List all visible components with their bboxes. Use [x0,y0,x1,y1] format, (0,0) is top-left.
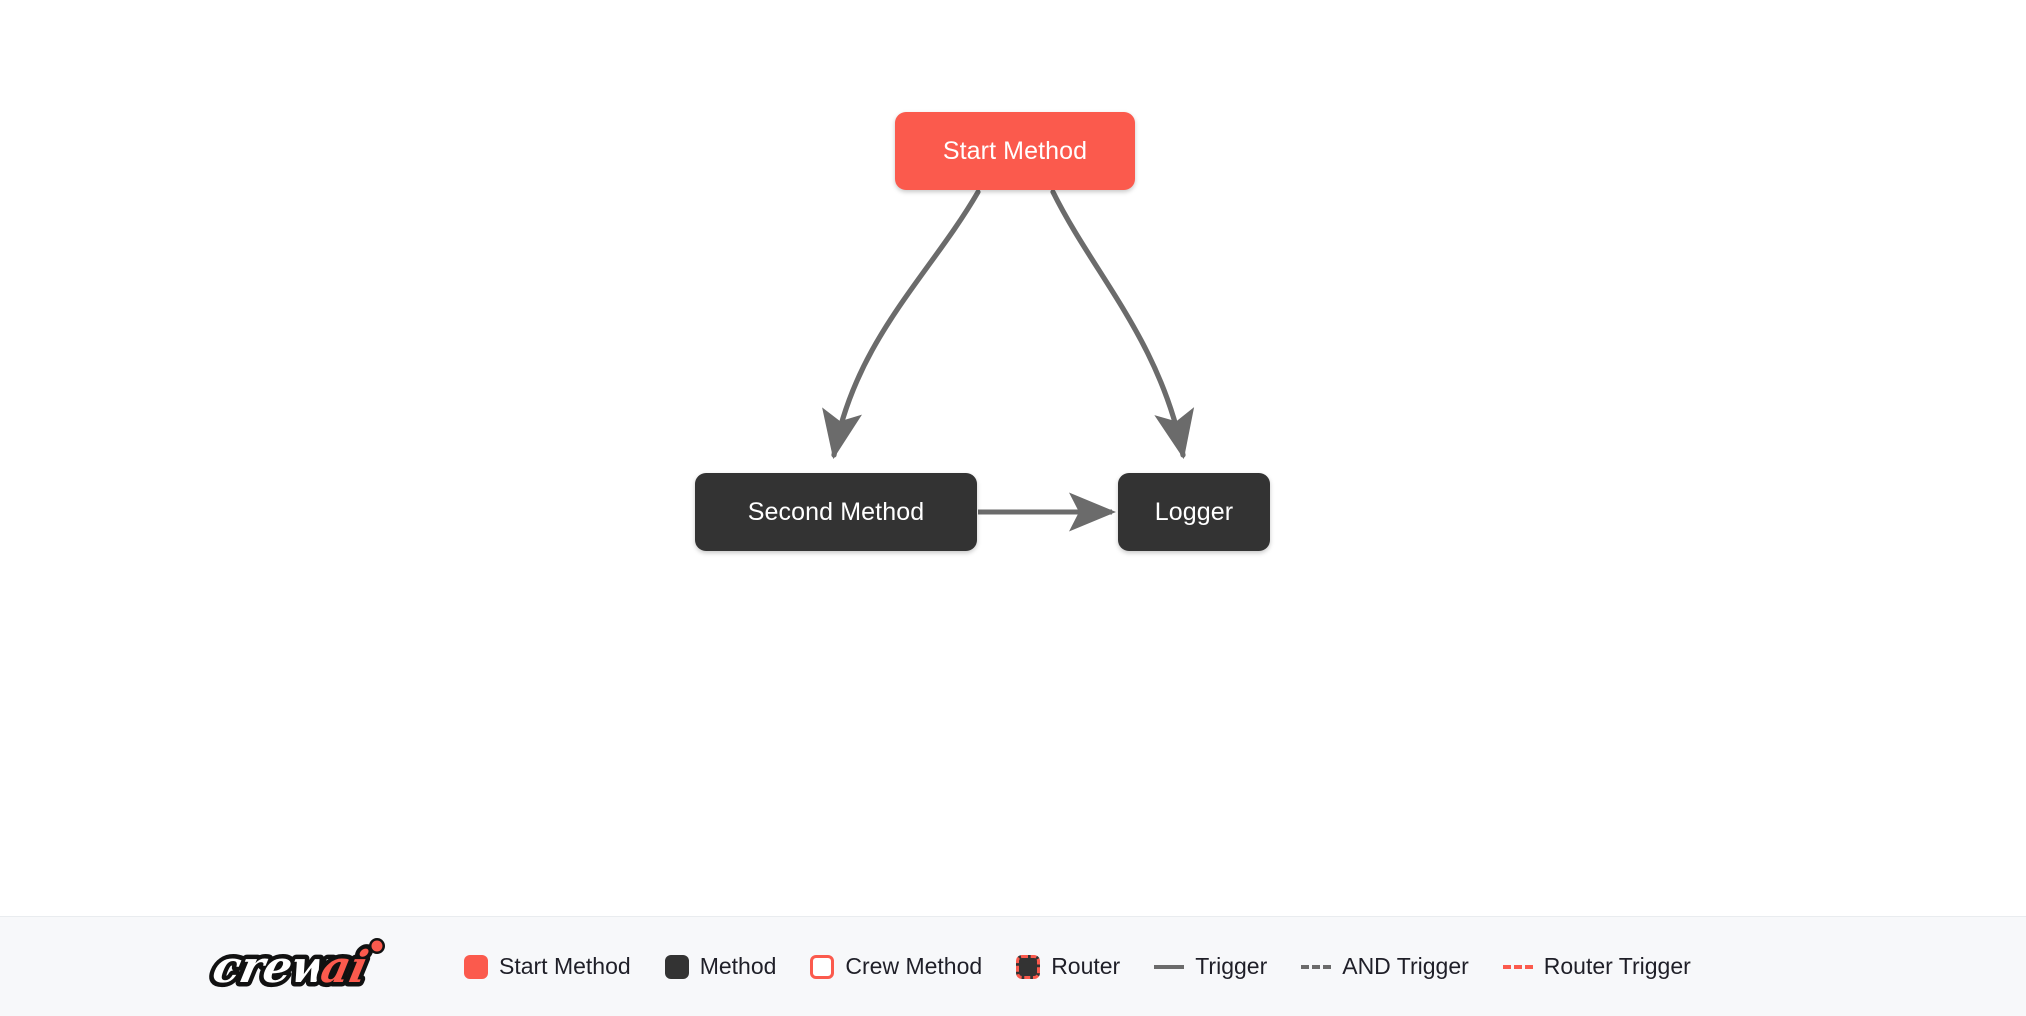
legend-item-label: Start Method [499,953,631,979]
legend-content: crew crew ai ai Start Method Method [205,934,1691,1000]
method-swatch-icon [664,954,689,979]
legend-item-and-trigger[interactable]: AND Trigger [1301,955,1469,978]
legend-bar: crew crew ai ai Start Method Method [0,916,2026,1016]
legend-item-router[interactable]: Router [1016,953,1121,979]
and-trigger-line-icon [1301,964,1332,969]
svg-text:crew: crew [208,941,336,992]
flow-node-label: Start Method [942,136,1088,165]
edge-start-to-second-method [822,189,981,460]
legend-item-label: AND Trigger [1342,953,1469,979]
flow-node-second-method[interactable]: Second Method [695,473,977,551]
crewai-logo: crew crew ai ai [205,936,385,997]
flow-node-label: Second Method [747,497,925,526]
legend-item-label: Method [699,953,777,979]
legend-item-label: Router [1051,953,1121,979]
legend-item-label: Crew Method [845,953,983,979]
legend-item-label: Trigger [1195,953,1268,979]
flow-node-start-method[interactable]: Start Method [895,112,1135,190]
legend-item-label: Router Trigger [1543,953,1691,979]
legend-item-router-trigger[interactable]: Router Trigger [1502,953,1691,979]
router-swatch-icon [1016,954,1041,979]
edge-start-to-logger [1050,189,1195,460]
flow-canvas[interactable]: Start Method Second Method Logger [0,0,2026,916]
flow-node-label: Logger [1154,497,1234,526]
legend-item-start-method[interactable]: Start Method [464,953,631,979]
svg-text:crew: crew [208,941,336,992]
trigger-line-icon [1154,964,1185,969]
crew-method-swatch-icon [810,954,835,979]
start-method-swatch-icon [464,954,488,979]
flow-node-logger[interactable]: Logger [1118,473,1270,551]
legend-item-method[interactable]: Method [664,953,777,979]
legend-node-types: Start Method Method Crew Method Router T [464,953,1691,979]
legend-item-crew-method[interactable]: Crew Method [810,953,983,979]
router-trigger-line-icon [1502,964,1533,969]
legend-item-trigger[interactable]: Trigger [1154,955,1267,978]
svg-text:ai: ai [316,941,372,992]
